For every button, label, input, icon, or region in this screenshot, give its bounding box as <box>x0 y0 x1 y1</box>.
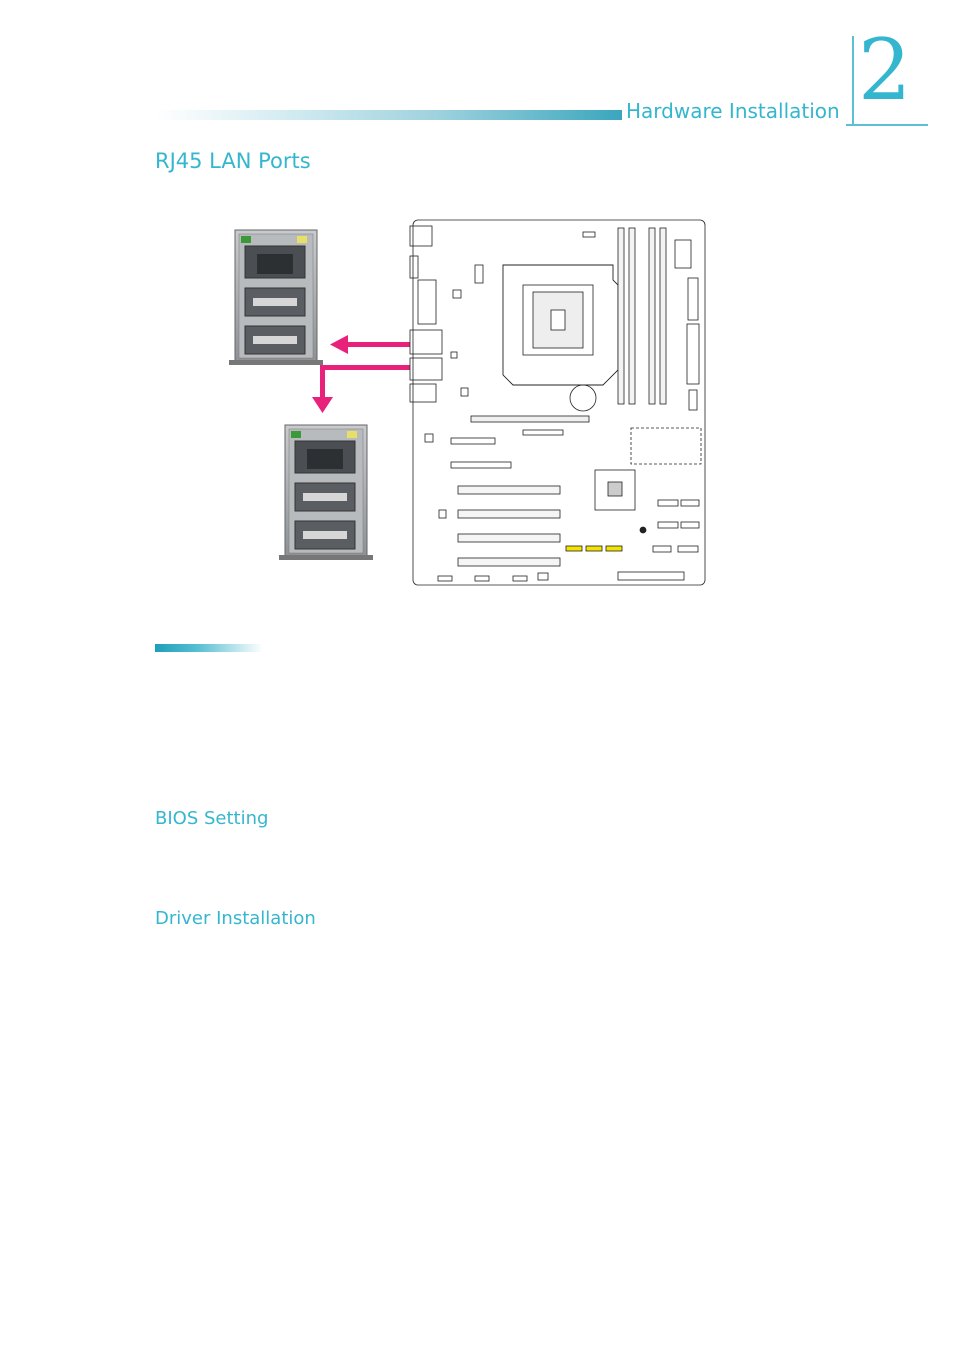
rj45-usb-port-stack-icon <box>229 229 323 365</box>
page-title: RJ45 LAN Ports <box>155 149 311 173</box>
chapter-box-vertical-line <box>852 36 854 126</box>
rj45-usb-port-stack-icon <box>279 424 373 560</box>
motherboard-layout-icon <box>409 219 706 586</box>
motherboard-figure <box>229 219 706 586</box>
arrow-icon <box>312 335 410 413</box>
header-gradient-bar <box>156 110 622 120</box>
section-gradient-bar <box>155 644 263 652</box>
header-section-title: Hardware Installation <box>626 99 840 123</box>
chapter-box-horizontal-line <box>846 124 928 126</box>
bios-setting-heading: BIOS Setting <box>155 808 269 829</box>
chapter-number: 2 <box>858 21 912 119</box>
driver-installation-heading: Driver Installation <box>155 908 316 929</box>
